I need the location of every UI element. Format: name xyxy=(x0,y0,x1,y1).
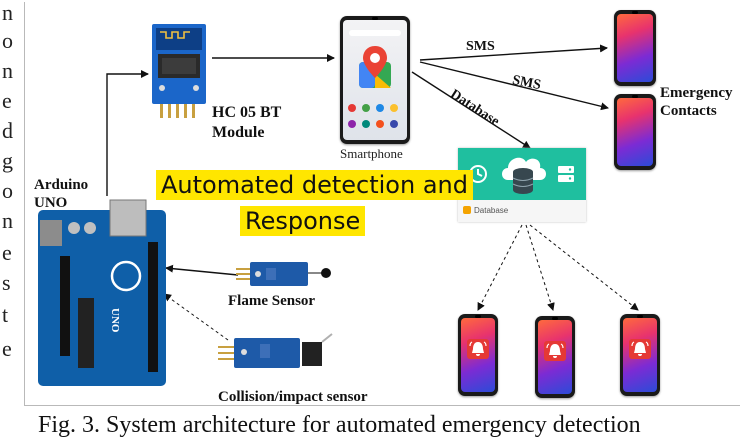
collision-sensor-icon xyxy=(218,333,333,368)
database-card: Database xyxy=(458,148,586,222)
emergency-phone-2 xyxy=(614,94,656,170)
flame-sensor-icon xyxy=(236,262,331,286)
alarm-bell-icon xyxy=(629,339,651,360)
margin-letter: n xyxy=(2,58,13,83)
bt-module-label-line-1: HC 05 BT xyxy=(212,104,282,121)
database-card-footer: Database xyxy=(458,200,586,222)
emergency-phone-1-screen xyxy=(617,14,653,82)
flame-sensor-label: Flame Sensor xyxy=(228,293,316,309)
margin-letter: g xyxy=(2,148,13,173)
margin-letter: e xyxy=(2,240,12,265)
clipped-body-text: n o n e d g o n e s t e xyxy=(0,0,16,400)
flame-sensor-device xyxy=(236,260,332,290)
arduino-label-line-1: Arduino xyxy=(34,177,89,193)
server-icon xyxy=(558,166,574,182)
bt-module-label-line-2: Module xyxy=(212,124,265,141)
figure-caption: Fig. 3. System architecture for automate… xyxy=(38,412,641,438)
search-bar xyxy=(349,30,401,36)
bt-module-device xyxy=(148,24,210,120)
figure-frame xyxy=(24,2,740,406)
headline-line-2: Response xyxy=(240,206,366,236)
database-card-header xyxy=(458,148,586,200)
arrow-flame-to-arduino xyxy=(165,264,239,276)
dashed-arrow-db-phone-1 xyxy=(477,224,523,311)
arduino-board-icon: UNO xyxy=(38,199,166,386)
dashed-arrow-collision-to-arduino xyxy=(163,293,229,341)
edge-label-sms-1: SMS xyxy=(466,39,495,54)
alert-phone-3 xyxy=(620,314,660,396)
alert-phone-3-screen xyxy=(623,318,657,392)
arduino-board: UNO xyxy=(34,198,172,390)
arrow-sms-2 xyxy=(419,61,609,111)
smartphone-screen xyxy=(343,20,407,140)
alert-phone-2 xyxy=(535,316,575,398)
emergency-phone-1 xyxy=(614,10,656,86)
margin-letter: n xyxy=(2,208,13,233)
alert-phone-2-screen xyxy=(538,320,572,394)
smartphone-label: Smartphone xyxy=(340,146,403,161)
bt-module-icon xyxy=(152,24,206,118)
map-pin-icon xyxy=(359,46,391,88)
emergency-phone-2-screen xyxy=(617,98,653,166)
dashed-arrow-db-phone-2 xyxy=(525,224,555,311)
margin-letter: o xyxy=(2,178,13,203)
emergency-contacts-label-line-2: Contacts xyxy=(660,103,717,119)
database-logo-icon xyxy=(463,206,471,214)
app-row xyxy=(348,104,402,114)
database-card-label: Database xyxy=(474,206,509,215)
alert-phone-1 xyxy=(458,314,498,396)
emergency-contacts-label-line-1: Emergency xyxy=(660,85,733,101)
svg-text:UNO: UNO xyxy=(109,308,121,333)
collision-sensor-device xyxy=(218,330,334,378)
dock-row xyxy=(348,120,402,130)
arrow-sms-1 xyxy=(419,44,608,61)
cloud-database-icon xyxy=(502,157,546,194)
alert-phone-1-screen xyxy=(461,318,495,392)
margin-letter: t xyxy=(2,302,9,327)
headline-line-1: Automated detection and xyxy=(156,170,473,200)
collision-sensor-label: Collision/impact sensor xyxy=(218,389,368,405)
margin-letter: e xyxy=(2,88,12,113)
margin-letter: n xyxy=(2,0,13,25)
margin-letter: s xyxy=(2,270,11,295)
margin-letter: d xyxy=(2,118,13,143)
dashed-arrow-db-phone-3 xyxy=(529,224,639,311)
margin-letter: e xyxy=(2,336,12,361)
smartphone-device xyxy=(340,16,410,144)
alarm-bell-icon xyxy=(544,341,566,362)
alarm-bell-icon xyxy=(467,339,489,360)
margin-letter: o xyxy=(2,28,13,53)
arduino-label-line-2: UNO xyxy=(34,195,68,211)
arrow-arduino-to-bt xyxy=(106,70,149,196)
arrow-to-database xyxy=(411,71,531,149)
